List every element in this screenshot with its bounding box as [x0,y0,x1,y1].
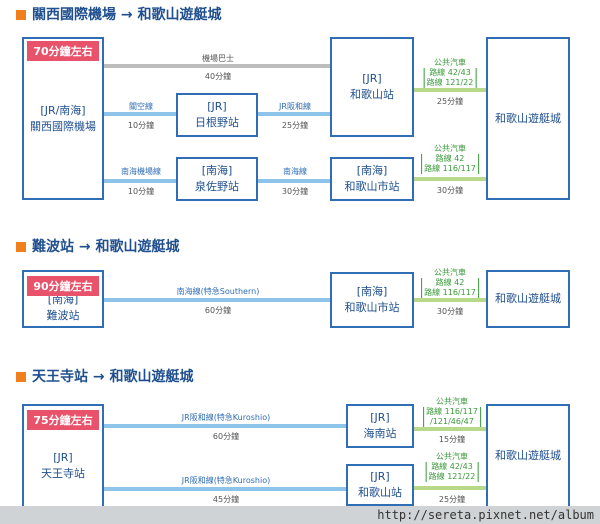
route-line-kansai-airport-line [104,112,178,116]
route-label-nankai-main: 南海線 [283,167,307,176]
route-time-kuroshio-kainan: 60分鐘 [212,432,240,441]
route-line-nankai-airport-line [104,179,178,183]
station-kainan: [JR] 海南站 [346,404,414,448]
route-time-kuroshio-wakayama: 45分鐘 [212,495,240,504]
bus-time-kainan: 15分鐘 [438,435,466,444]
route-time-nankai-airport-line: 10分鐘 [127,187,155,196]
destination-marina-city-3: 和歌山遊艇城 [486,404,570,508]
section-title-tennoji: 天王寺站 → 和歌山遊艇城 [16,366,193,386]
station-nankai-wakayamashi-2: [南海] 和歌山市站 [330,272,414,328]
watermark-url: http://sereta.pixnet.net/album [0,506,600,524]
section-title-kansai: 關西國際機場 → 和歌山遊艇城 [16,4,221,24]
route-line-nankai-main [258,179,332,183]
route-label-kuroshio-kainan: JR阪和線(特急Kuroshio) [181,413,271,422]
station-jr-wakayama: [JR] 和歌山站 [330,37,414,137]
route-label-airport-bus: 機場巴士 [202,54,234,63]
bullet-square-icon [16,372,26,382]
bullet-square-icon [16,10,26,20]
bullet-square-icon [16,242,26,252]
destination-marina-city-2: 和歌山遊艇城 [486,270,570,328]
route-time-airport-bus: 40分鐘 [204,72,232,81]
bus-line-namba-route [414,298,488,302]
duration-badge-kansai: 70分鐘左右 [27,41,99,61]
route-line-jr-hanwa [258,112,332,116]
route-label-kuroshio-wakayama: JR阪和線(特急Kuroshio) [181,476,271,485]
bus-time-wakayamashi: 30分鐘 [436,186,464,195]
route-label-kansai-airport-line: 關空線 [129,102,153,111]
route-time-jr-hanwa: 25分鐘 [281,121,309,130]
section-title-namba: 難波站 → 和歌山遊艇城 [16,236,179,256]
route-label-southern: 南海線(特急Southern) [176,287,260,296]
station-izumisano: [南海] 泉佐野站 [176,157,258,201]
route-line-kuroshio-kainan [104,424,348,428]
route-label-jr-hanwa: JR阪和線 [279,102,311,111]
duration-badge-tennoji: 75分鐘左右 [27,410,99,430]
bus-time-namba-route: 30分鐘 [436,307,464,316]
route-time-kansai-airport-line: 10分鐘 [127,121,155,130]
route-line-kuroshio-wakayama [104,487,348,491]
station-jr-wakayama-2: [JR] 和歌山站 [346,464,414,506]
route-time-southern: 60分鐘 [204,306,232,315]
bus-time-wakayama: 25分鐘 [436,97,464,106]
bus-time-wakayama-2: 25分鐘 [438,495,466,504]
duration-badge-namba: 90分鐘左右 [27,276,99,296]
station-hineno: [JR] 日根野站 [176,93,258,137]
bus-label-kainan: 公共汽車 路線 116/117/121/46/47 [423,397,481,427]
bus-line-kainan [414,427,488,431]
route-line-airport-bus [104,64,332,68]
bus-line-wakayama [414,88,488,92]
route-label-nankai-airport-line: 南海機場線 [121,167,161,176]
route-line-southern [104,298,332,302]
station-nankai-wakayamashi: [南海] 和歌山市站 [330,157,414,201]
route-time-nankai-main: 30分鐘 [281,187,309,196]
station-kansai-airport: [JR/南海] 關西國際機場 [22,37,104,200]
bus-line-wakayamashi [414,177,488,181]
destination-marina-city-1: 和歌山遊艇城 [486,37,570,200]
bus-line-wakayama-2 [414,486,488,490]
